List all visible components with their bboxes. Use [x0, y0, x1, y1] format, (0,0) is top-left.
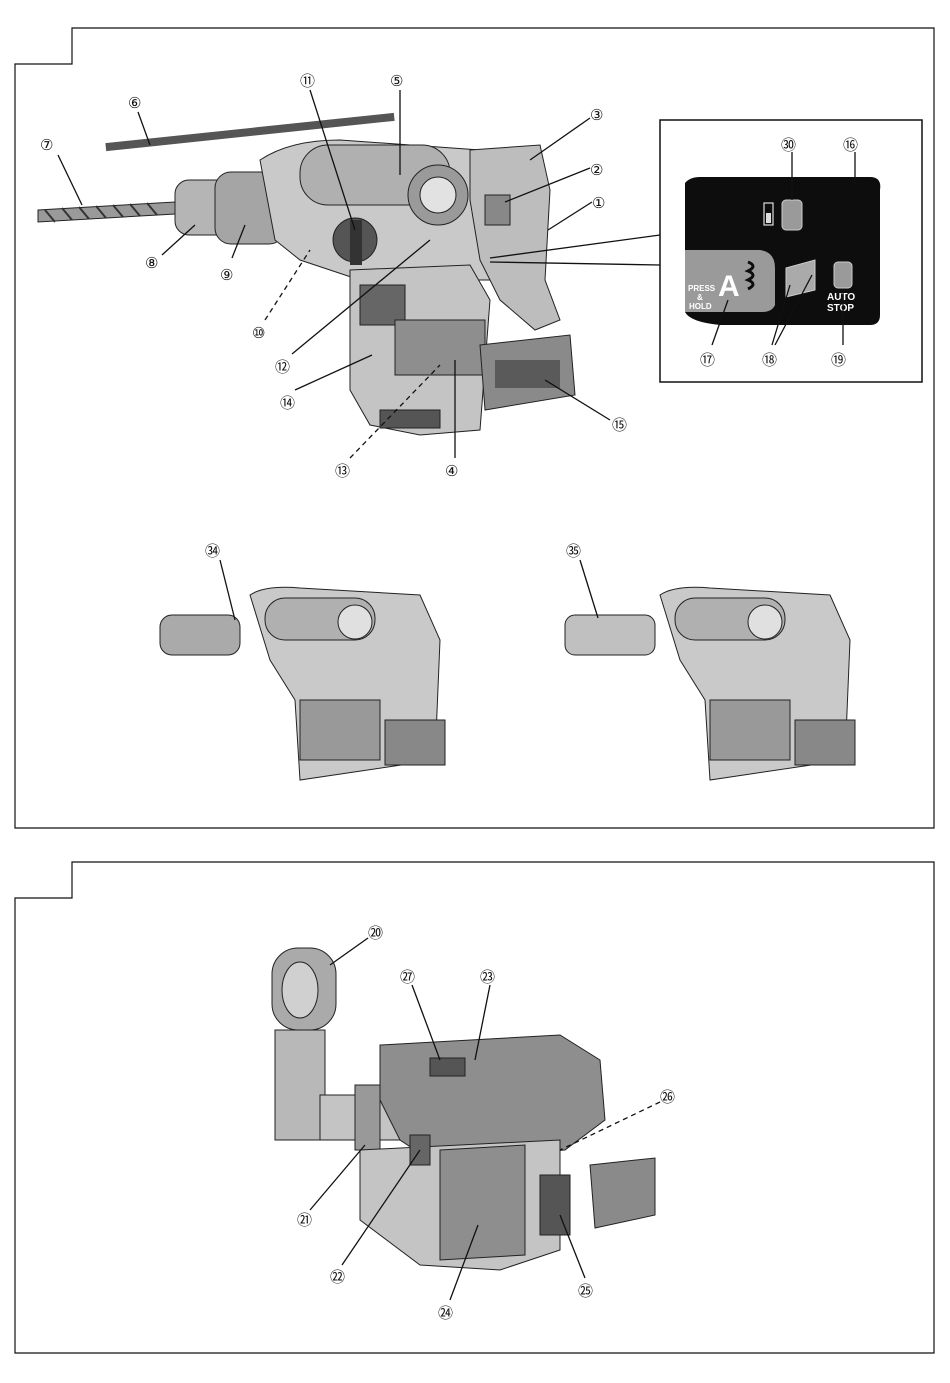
callout-18: ⑱ — [762, 352, 777, 369]
trigger — [485, 195, 510, 225]
callout-12: ⑫ — [275, 359, 290, 376]
auto-stop-line1: AUTO — [827, 292, 855, 303]
callout-24: ㉔ — [438, 1305, 453, 1322]
callout-14: ⑭ — [280, 395, 295, 412]
callout-23: ㉓ — [480, 969, 495, 986]
auto-stop-lamp — [834, 262, 852, 288]
callout-25: ㉕ — [578, 1283, 593, 1300]
press-hold-line2: & — [697, 293, 703, 302]
callout-9: ⑨ — [220, 267, 233, 284]
release-button — [540, 1175, 570, 1235]
dust-case — [440, 1145, 525, 1260]
auto-stop-line2: STOP — [827, 303, 854, 314]
press-hold-line1: PRESS — [688, 284, 716, 293]
callout-19: ⑲ — [831, 352, 846, 369]
callout-15: ⑮ — [612, 417, 627, 434]
callout-34: ㉞ — [205, 543, 220, 560]
callout-8: ⑧ — [145, 255, 158, 272]
callout-7: ⑦ — [40, 137, 53, 154]
dust-collector-attachment — [272, 948, 655, 1270]
callout-4: ④ — [445, 463, 458, 480]
rotary-hammer-variant-35: ㉟ — [565, 543, 855, 780]
callout-13: ⑬ — [335, 463, 350, 480]
callout-27: ㉗ — [400, 969, 415, 986]
battery-lamp — [782, 200, 802, 230]
callout-10: ⑩ — [252, 325, 265, 342]
mode-letter: A — [718, 270, 740, 303]
callout-21: ㉑ — [297, 1212, 312, 1229]
callout-1: ① — [592, 195, 605, 212]
callout-35: ㉟ — [566, 543, 581, 560]
callout-20: ⑳ — [368, 925, 383, 942]
callout-2: ② — [590, 162, 603, 179]
telescopic-pipe — [275, 1030, 325, 1140]
callout-17: ⑰ — [700, 352, 715, 369]
callout-30: ㉚ — [781, 137, 796, 154]
callout-11: ⑪ — [300, 73, 315, 90]
keyless-chuck — [565, 615, 655, 655]
press-hold-line3: HOLD — [689, 302, 712, 311]
callout-3: ③ — [590, 107, 603, 124]
callout-6: ⑥ — [128, 95, 141, 112]
callout-22: ㉒ — [330, 1269, 345, 1286]
rotary-hammer-variant-34: ㉞ — [160, 543, 445, 780]
rotary-hammer-main — [38, 113, 575, 435]
sds-chuck — [160, 615, 240, 655]
callout-16: ⑯ — [843, 137, 858, 154]
control-panel-inset: A PRESS & HOLD AUTO STOP ㉚ ⑯ ⑰ ⑱ ⑲ — [660, 120, 922, 382]
callout-26: ㉖ — [660, 1089, 675, 1106]
callout-5: ⑤ — [390, 73, 403, 90]
